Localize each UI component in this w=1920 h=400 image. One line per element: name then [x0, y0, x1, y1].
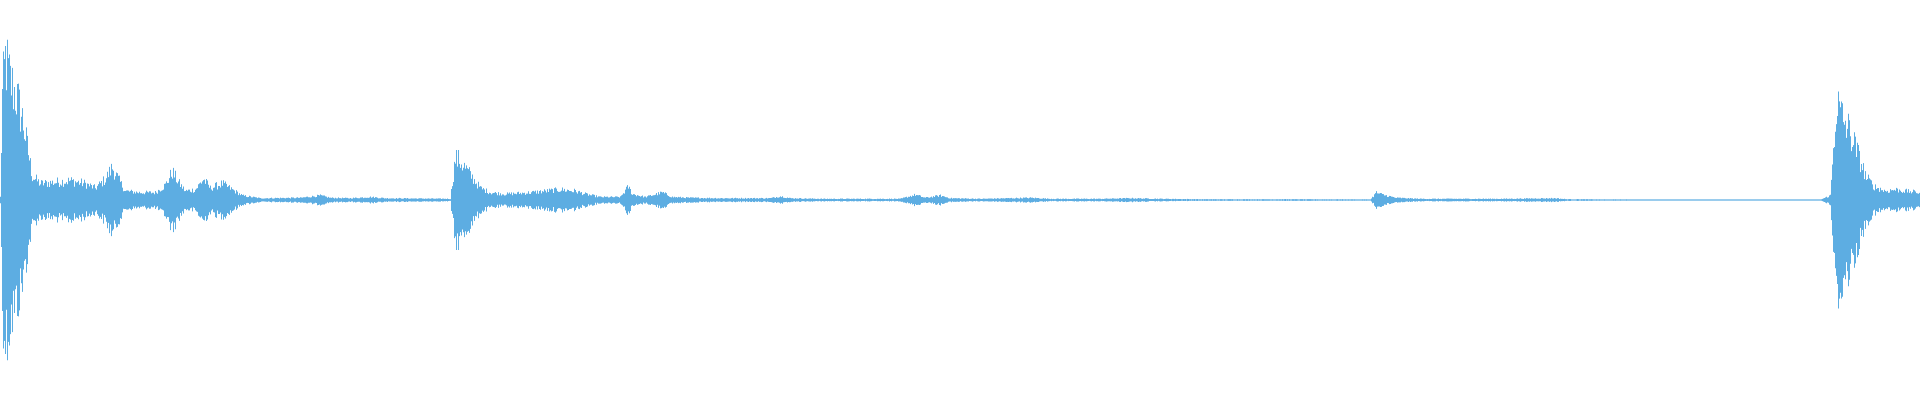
waveform-path — [0, 39, 1920, 361]
waveform-bars — [0, 39, 1920, 361]
